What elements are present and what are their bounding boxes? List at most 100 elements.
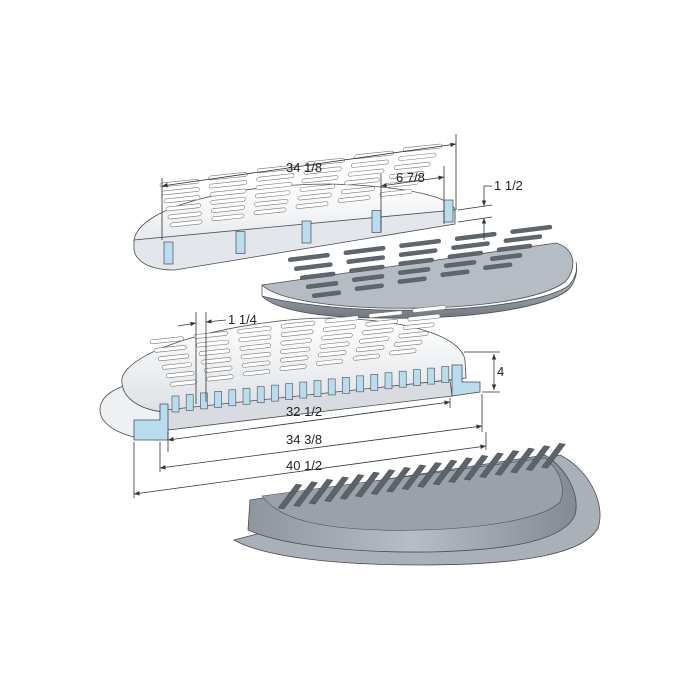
frame-slot — [319, 341, 350, 349]
dim-bar-spacing: 6 7/8 — [396, 170, 425, 185]
frame-tooth — [327, 378, 336, 396]
grate-solid-slot — [300, 271, 336, 280]
frame-slot — [368, 310, 403, 319]
grate-slot — [301, 175, 339, 184]
grate-solid-slot — [503, 234, 543, 243]
grate-solid-slot — [354, 283, 384, 291]
frame-tooth — [398, 370, 407, 388]
frame-section-view — [99, 305, 481, 441]
frame-tooth — [370, 373, 379, 391]
frame-slot — [316, 358, 344, 366]
grate-rib — [163, 241, 174, 265]
frame-slot — [362, 327, 394, 336]
frame-slot — [193, 331, 228, 339]
grate-slot — [297, 192, 332, 201]
grate-solid-slot — [440, 269, 470, 277]
grate-slot — [393, 161, 431, 170]
frame-slot — [240, 351, 271, 360]
frame-slot — [393, 339, 423, 347]
frame-tooth — [313, 380, 322, 397]
frame-slot — [365, 319, 399, 327]
frame-slot — [317, 350, 347, 358]
frame-slot — [169, 379, 197, 387]
frame-slot — [280, 346, 311, 354]
grate-slot — [208, 171, 248, 181]
frame-slot — [243, 369, 271, 377]
grate-slot — [398, 152, 437, 161]
frame-tooth — [228, 389, 237, 407]
dim-frame-outer: 40 1/2 — [286, 458, 322, 473]
frame-tooth — [185, 394, 194, 411]
frame-slot — [403, 322, 435, 330]
frame-slot — [203, 365, 233, 373]
frame-grate-slots — [149, 305, 447, 387]
grate-solid-slot — [349, 264, 385, 273]
grate-solid-slot — [397, 276, 427, 284]
frame-slot — [153, 345, 187, 353]
frame-slot — [149, 336, 185, 345]
grate-solid-slot — [454, 231, 497, 241]
frame-slot — [206, 374, 234, 382]
dimension-frame-outer: 40 1/2 — [133, 432, 487, 498]
grate-slot — [209, 180, 247, 189]
grate-slot — [379, 189, 413, 197]
grate-slot — [211, 205, 245, 213]
frame-tooth — [271, 384, 279, 402]
grate-rib — [443, 199, 454, 223]
frame-slot — [323, 324, 356, 332]
dimension-bar-spacing: 6 7/8 — [380, 166, 445, 232]
grate-solid-slot — [352, 274, 385, 282]
grate-slot — [161, 187, 200, 196]
frame-slot — [359, 336, 389, 344]
dim-frame-flange: 1 1/4 — [228, 312, 257, 327]
grate-slot — [254, 198, 289, 207]
frame-tooth — [214, 391, 222, 408]
frame-tooth — [342, 377, 350, 394]
frame-solid-bar — [510, 447, 535, 474]
frame-slot — [157, 353, 190, 362]
grate-slot — [211, 213, 245, 222]
grate-rib — [301, 220, 312, 244]
frame-slot — [241, 360, 271, 368]
dimension-frame-flange: 1 1/4 — [177, 312, 257, 404]
grate-solid-slot — [483, 262, 513, 270]
frame-slot — [280, 338, 312, 346]
frame-solid-bar — [541, 442, 566, 469]
dim-grate-thickness: 1 1/2 — [494, 178, 523, 193]
frame-tooth — [299, 381, 308, 399]
frame-slot — [389, 348, 417, 356]
frame-slot — [165, 370, 195, 379]
frame-slot — [238, 334, 272, 343]
grate-slot — [351, 159, 389, 168]
grate-slot — [169, 219, 203, 228]
frame-slot — [412, 305, 447, 313]
grate-slot — [165, 203, 201, 212]
frame-slot — [321, 332, 353, 341]
grate-solid-slot — [312, 290, 342, 298]
grate-solid-edge — [261, 261, 578, 319]
frame-slot — [196, 339, 229, 348]
dimension-grate-thickness: 1 1/2 — [457, 178, 523, 240]
grate-solid-slot — [398, 267, 431, 275]
frame-tooth — [384, 372, 393, 390]
frame-slot — [161, 362, 192, 370]
grate-solid-slot — [444, 260, 477, 268]
frame-slot — [398, 331, 429, 339]
frame-slot — [198, 348, 231, 356]
grate-rib — [371, 210, 382, 233]
frame-profile-right — [451, 364, 481, 397]
frame-slot — [201, 357, 232, 365]
frame-solid-bar — [494, 450, 520, 476]
grate-solid-slot — [510, 224, 553, 234]
grate-solid-slots — [288, 224, 553, 298]
grate-slot — [337, 195, 371, 203]
frame-tooth — [413, 369, 421, 386]
dim-grate-width: 34 1/8 — [286, 160, 322, 175]
frame-slot — [279, 355, 309, 363]
grate-solid-slot — [306, 281, 339, 289]
grate-slot — [341, 186, 375, 195]
frame-tooth — [427, 367, 435, 385]
dimension-frame-height: 4 — [464, 351, 504, 393]
